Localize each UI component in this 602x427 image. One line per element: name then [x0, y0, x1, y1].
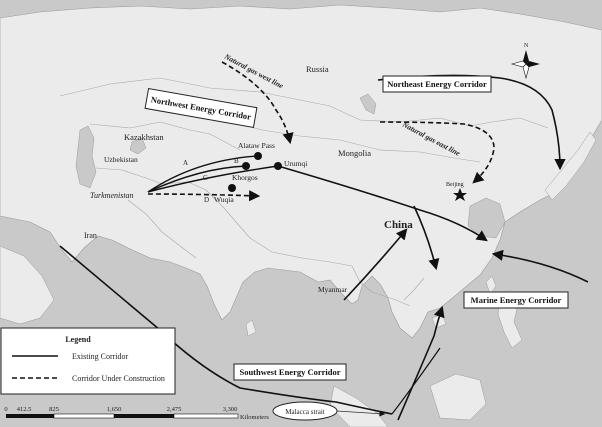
urumqi-dot: [274, 162, 282, 170]
beijing-star-icon: [453, 188, 467, 201]
scale-tick-5: 3,300: [223, 406, 238, 413]
label-alataw-pass: Alataw Pass: [238, 141, 275, 150]
marine-south-arrow: [397, 305, 445, 421]
khorgos-dot: [242, 162, 250, 170]
gas-west-line: [221, 61, 294, 145]
sri-lanka-island: [245, 319, 257, 337]
scale-unit: Kilometers: [240, 414, 269, 421]
aral-sea: [129, 137, 147, 155]
scale-tick-1: 412.5: [17, 406, 32, 413]
label-wuqia: Wuqia: [214, 195, 234, 204]
china-south-arrow: [413, 205, 440, 271]
label-kazakhstan: Kazakhstan: [124, 132, 164, 142]
taiwan-island: [485, 275, 497, 295]
label-russia: Russia: [306, 64, 329, 74]
label-urumqi: Urumqi: [284, 159, 307, 168]
label-myanmar: Myanmar: [318, 285, 348, 294]
scale-tick-0: 0: [4, 406, 7, 413]
route-letter-d: D: [204, 196, 209, 204]
legend-existing: Existing Corridor: [72, 352, 129, 361]
label-iran: Iran: [84, 231, 97, 240]
label-malacca: Malacca strait: [285, 408, 325, 416]
yellow-sea: [467, 197, 506, 239]
north-arrow-icon: N: [510, 43, 540, 80]
label-china: China: [384, 219, 413, 231]
label-khorgos: Khorgos: [232, 173, 258, 182]
wuqia-dot: [228, 184, 236, 192]
alataw-pass-dot: [254, 152, 262, 160]
southwest-sea-route: [59, 245, 393, 415]
route-letter-a: A: [183, 159, 188, 167]
label-mongolia: Mongolia: [338, 148, 371, 158]
route-letter-b: B: [234, 157, 239, 165]
country-borders: [59, 77, 549, 307]
lake-baikal: [359, 93, 377, 115]
scale-tick-3: 1,650: [107, 406, 122, 413]
scale-tick-2: 825: [49, 406, 59, 413]
myanmar-inbound-arrow: [343, 228, 408, 301]
label-marine-corridor: Marine Energy Corridor: [471, 295, 562, 305]
box-northeast-corridor: Northeast Energy Corridor: [382, 75, 492, 93]
caspian-sea: [75, 125, 97, 189]
scale-tick-4: 2,475: [167, 406, 182, 413]
legend-title: Legend: [65, 335, 91, 344]
legend: Legend Existing Corridor Corridor Under …: [0, 327, 176, 395]
borneo-island: [429, 373, 487, 421]
legend-construction: Corridor Under Construction: [72, 374, 165, 383]
main-west-east-line: [277, 165, 488, 242]
label-northeast-corridor: Northeast Energy Corridor: [387, 79, 487, 89]
sea-route-connector: [391, 347, 441, 415]
label-uzbekistan: Uzbekistan: [104, 155, 138, 164]
japan-island: [544, 131, 597, 201]
northwest-corridor-lines: [147, 155, 279, 193]
box-marine-corridor: Marine Energy Corridor: [463, 291, 569, 309]
northwest-wuqia-line: [147, 190, 261, 202]
label-southwest-corridor: Southwest Energy Corridor: [239, 367, 340, 377]
route-letter-c: C: [203, 174, 208, 182]
gas-east-line: [379, 121, 495, 184]
scale-bar: 0 412.5 825 1,650 2,475 3,300 Kilometers: [4, 406, 269, 421]
label-turkmenistan: Turkmenistan: [90, 191, 134, 200]
arabia-land: [0, 245, 55, 325]
label-beijing: Beijing: [446, 182, 464, 188]
marine-east-arrow: [491, 249, 589, 283]
malacca-label-group: Malacca strait: [272, 401, 386, 421]
box-southwest-corridor: Southwest Energy Corridor: [233, 363, 347, 381]
north-label: N: [524, 43, 529, 49]
